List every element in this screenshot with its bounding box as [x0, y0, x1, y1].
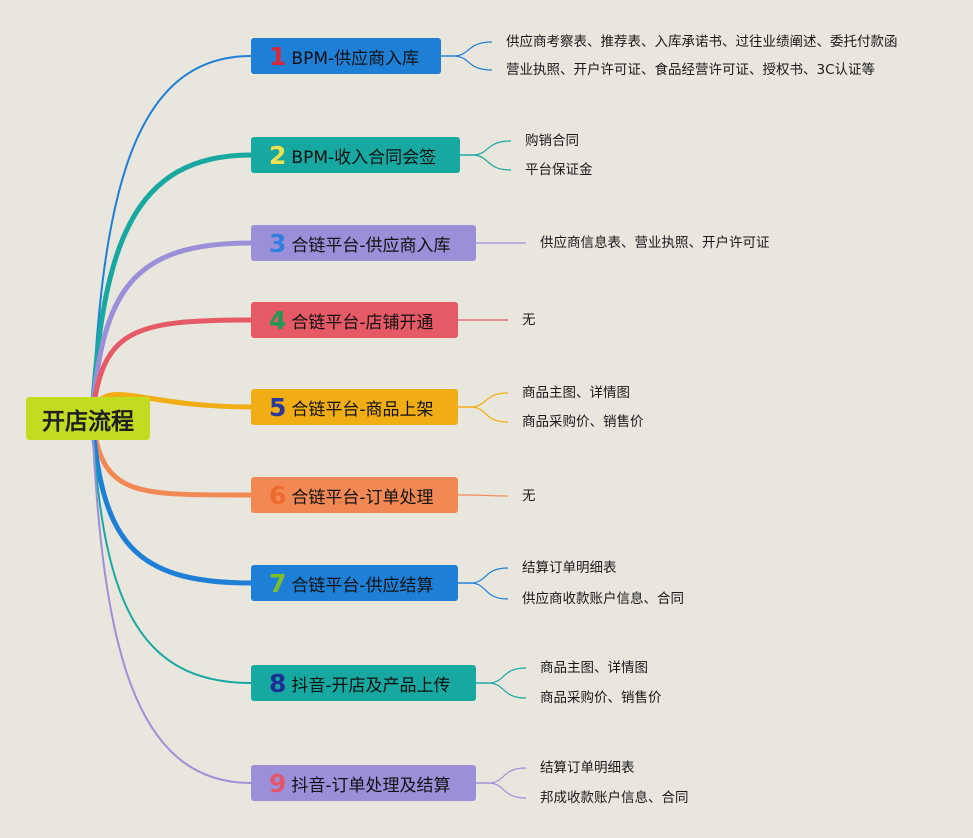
leaf-item[interactable]: 无 — [522, 488, 536, 504]
step-label: 合链平台-供应商入库 — [291, 235, 451, 256]
leaf-item[interactable]: 购销合同 — [525, 133, 579, 149]
connector-step-8-leaf-2 — [476, 682, 527, 699]
connector-root-step-3 — [89, 240, 254, 421]
leaf-item[interactable]: 商品采购价、销售价 — [522, 414, 644, 430]
connector-step-5-leaf-1 — [458, 392, 509, 408]
leaf-item[interactable]: 结算订单明细表 — [540, 760, 635, 776]
step-node-2[interactable]: 2 BPM-收入合同会签 — [251, 137, 460, 173]
connector-step-7-leaf-2 — [458, 582, 509, 600]
step-label: 合链平台-供应结算 — [291, 575, 434, 596]
leaf-item[interactable]: 平台保证金 — [525, 162, 593, 178]
leaf-item[interactable]: 无 — [522, 312, 536, 328]
leaf-item[interactable]: 商品采购价、销售价 — [540, 690, 662, 706]
connector-step-1-leaf-2 — [441, 55, 493, 71]
connector-root-step-2 — [89, 152, 254, 421]
step-node-7[interactable]: 7 合链平台-供应结算 — [251, 565, 458, 601]
step-node-1[interactable]: 1 BPM-供应商入库 — [251, 38, 441, 74]
connector-root-step-4 — [89, 317, 254, 421]
connector-root-step-8 — [91, 417, 252, 684]
step-number: 9 — [269, 768, 287, 798]
step-label: 合链平台-店铺开通 — [291, 312, 434, 333]
connector-step-5-leaf-2 — [458, 406, 509, 423]
connector-root-step-9 — [91, 417, 252, 784]
connector-step-1-leaf-1 — [441, 41, 493, 57]
step-number: 1 — [269, 41, 287, 71]
connector-step-6-leaf-1 — [458, 494, 509, 497]
step-number: 2 — [269, 140, 287, 170]
step-label: 合链平台-订单处理 — [291, 487, 434, 508]
step-node-5[interactable]: 5 合链平台-商品上架 — [251, 389, 458, 425]
leaf-item[interactable]: 供应商收款账户信息、合同 — [522, 591, 684, 607]
connector-step-2-leaf-1 — [460, 140, 512, 156]
step-label: 抖音-订单处理及结算 — [291, 775, 451, 796]
connector-step-2-leaf-2 — [460, 154, 512, 171]
step-node-3[interactable]: 3 合链平台-供应商入库 — [251, 225, 476, 261]
step-node-8[interactable]: 8 抖音-开店及产品上传 — [251, 665, 476, 701]
leaf-item[interactable]: 供应商信息表、营业执照、开户许可证 — [540, 235, 770, 251]
step-label: 合链平台-商品上架 — [291, 399, 434, 420]
step-number: 8 — [269, 668, 287, 698]
step-number: 7 — [269, 568, 287, 598]
step-number: 6 — [269, 480, 287, 510]
connector-root-step-7 — [89, 415, 254, 586]
connector-root-step-1 — [91, 55, 252, 419]
step-label: BPM-供应商入库 — [291, 48, 420, 69]
root-node[interactable]: 开店流程 — [26, 397, 150, 440]
connector-step-9-leaf-2 — [476, 782, 527, 799]
leaf-item[interactable]: 邦成收款账户信息、合同 — [540, 790, 689, 806]
step-node-6[interactable]: 6 合链平台-订单处理 — [251, 477, 458, 513]
leaf-item[interactable]: 结算订单明细表 — [522, 560, 617, 576]
connector-step-7-leaf-1 — [458, 567, 509, 584]
step-node-9[interactable]: 9 抖音-订单处理及结算 — [251, 765, 476, 801]
leaf-item[interactable]: 营业执照、开户许可证、食品经营许可证、授权书、3C认证等 — [506, 62, 876, 78]
leaf-item[interactable]: 商品主图、详情图 — [522, 385, 630, 401]
step-number: 5 — [269, 392, 287, 422]
connector-step-9-leaf-1 — [476, 767, 527, 784]
connector-step-8-leaf-1 — [476, 667, 527, 684]
leaf-item[interactable]: 供应商考察表、推荐表、入库承诺书、过往业绩阐述、委托付款函 — [506, 34, 898, 50]
root-label: 开店流程 — [42, 408, 134, 435]
step-label: 抖音-开店及产品上传 — [291, 675, 451, 696]
step-number: 4 — [269, 305, 287, 335]
step-label: BPM-收入合同会签 — [291, 147, 437, 168]
step-number: 3 — [269, 228, 287, 258]
step-node-4[interactable]: 4 合链平台-店铺开通 — [251, 302, 458, 338]
leaf-item[interactable]: 商品主图、详情图 — [540, 660, 648, 676]
